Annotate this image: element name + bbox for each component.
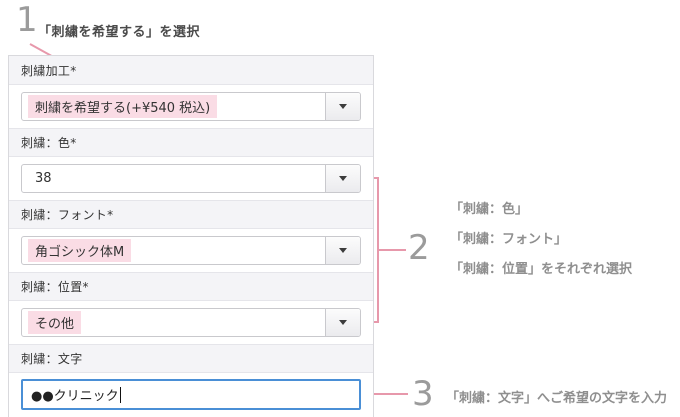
step-2-number: 2 bbox=[408, 228, 430, 268]
step-3-number: 3 bbox=[412, 374, 434, 414]
embroidery-text-input[interactable]: ●●クリニック bbox=[21, 379, 361, 410]
select-value: 38 bbox=[35, 171, 52, 186]
embroidery-text-value: ●●クリニック bbox=[31, 389, 119, 404]
field-embroidery-color: 刺繍：色* 38 bbox=[9, 128, 373, 200]
select-value: その他 bbox=[28, 311, 82, 334]
embroidery-option-select[interactable]: 刺繍を希望する(+¥540 税込) bbox=[21, 92, 361, 121]
field-embroidery-position: 刺繍：位置* その他 bbox=[9, 272, 373, 344]
step-2-line-color: 「刺繍：色」 bbox=[450, 202, 529, 217]
field-label-embroidery-text: 刺繍：文字 bbox=[9, 344, 373, 373]
step-2-line-font: 「刺繍：フォント」 bbox=[450, 232, 568, 247]
chevron-down-icon bbox=[339, 248, 347, 253]
field-label-embroidery-option: 刺繍加工* bbox=[9, 56, 373, 85]
field-embroidery-option: 刺繍加工* 刺繍を希望する(+¥540 税込) bbox=[9, 56, 373, 128]
chevron-down-icon bbox=[339, 104, 347, 109]
dropdown-button[interactable] bbox=[325, 309, 360, 336]
step-3-text: 「刺繍：文字」へご希望の文字を入力 bbox=[446, 391, 668, 406]
field-embroidery-font: 刺繍：フォント* 角ゴシック体M bbox=[9, 200, 373, 272]
field-label-embroidery-color: 刺繍：色* bbox=[9, 128, 373, 157]
field-embroidery-text: 刺繍：文字 ●●クリニック bbox=[9, 344, 373, 416]
step-1-number: 1 bbox=[16, 0, 38, 40]
dropdown-button[interactable] bbox=[325, 165, 360, 192]
chevron-down-icon bbox=[339, 176, 347, 181]
embroidery-color-select[interactable]: 38 bbox=[21, 164, 361, 193]
dropdown-button[interactable] bbox=[325, 93, 360, 120]
field-label-embroidery-position: 刺繍：位置* bbox=[9, 272, 373, 301]
step-2-line-position: 「刺繍：位置」をそれぞれ選択 bbox=[450, 262, 633, 277]
text-cursor bbox=[119, 386, 121, 403]
step-1-text: 「刺繍を希望する」を選択 bbox=[38, 25, 201, 40]
field-label-embroidery-font: 刺繍：フォント* bbox=[9, 200, 373, 229]
select-value: 角ゴシック体M bbox=[28, 239, 132, 262]
step-2-text: 「刺繍：色」 「刺繍：フォント」 「刺繍：位置」をそれぞれ選択 bbox=[450, 201, 632, 291]
embroidery-font-select[interactable]: 角ゴシック体M bbox=[21, 236, 361, 265]
dropdown-button[interactable] bbox=[325, 237, 360, 264]
chevron-down-icon bbox=[339, 320, 347, 325]
embroidery-form-panel: 刺繍加工* 刺繍を希望する(+¥540 税込) 刺繍：色* 38 bbox=[8, 55, 374, 417]
embroidery-position-select[interactable]: その他 bbox=[21, 308, 361, 337]
select-value: 刺繍を希望する(+¥540 税込) bbox=[28, 95, 218, 118]
